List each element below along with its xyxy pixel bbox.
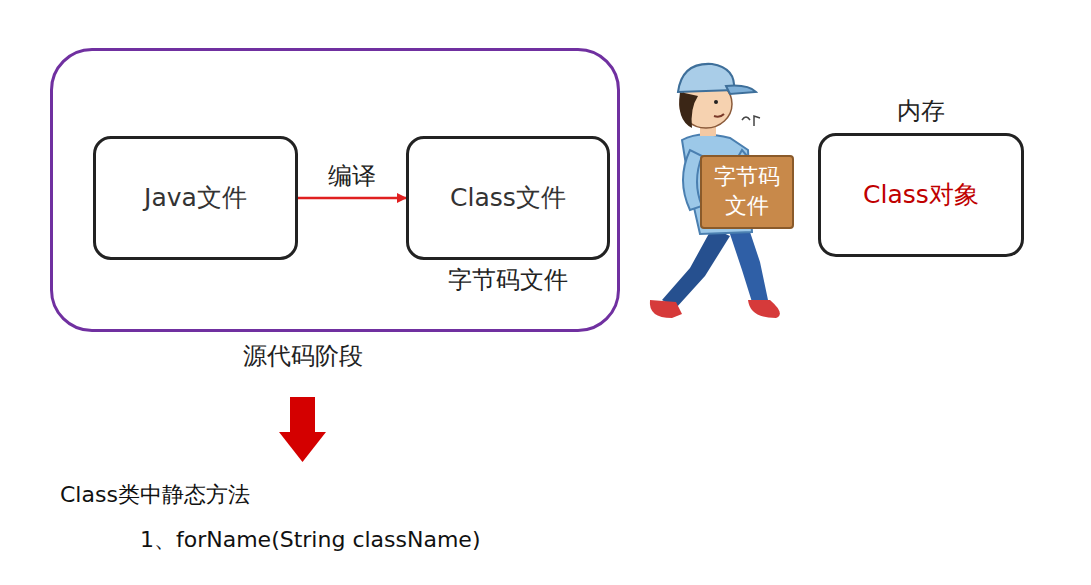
region-label: 源代码阶段 [243, 341, 363, 371]
box-label: 字节码 文件 [712, 163, 782, 220]
box-label: Java文件 [144, 182, 247, 213]
memory-box: 内存Class对象 [818, 133, 1024, 257]
box-caption: 字节码文件 [448, 265, 568, 295]
file-box: Java文件 [93, 136, 298, 260]
method-item: 1、forName(String className) [140, 525, 480, 555]
box-label: Class对象 [863, 179, 979, 210]
down-arrow [279, 397, 326, 462]
box-label: Class文件 [450, 182, 566, 213]
box-caption: 内存 [897, 96, 945, 126]
section-heading: Class类中静态方法 [60, 480, 250, 510]
edge-label: 编译 [326, 160, 378, 192]
compile-arrow [298, 197, 406, 200]
carried-box: 字节码 文件 [700, 155, 794, 229]
file-box: Class文件字节码文件 [406, 136, 610, 260]
